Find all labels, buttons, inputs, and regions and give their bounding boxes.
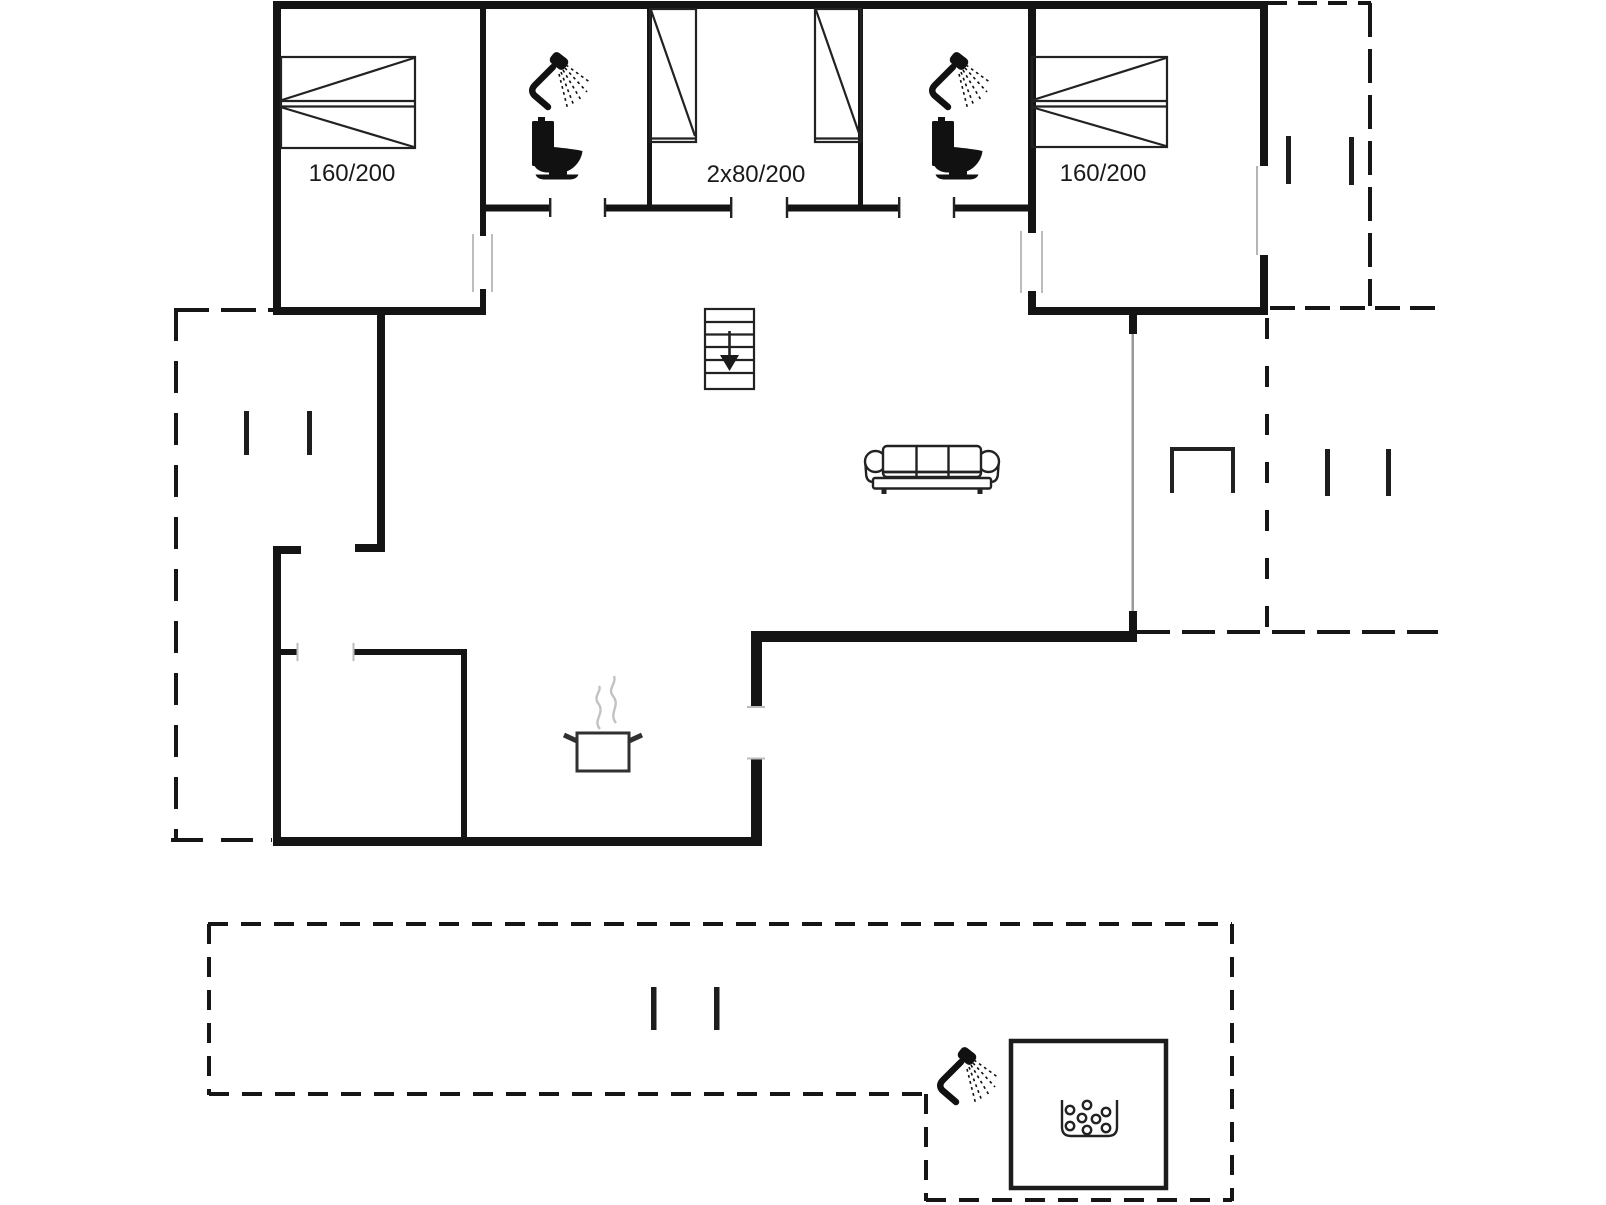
svg-text:160/200: 160/200 [309, 160, 396, 187]
svg-text:160/200: 160/200 [1060, 160, 1147, 187]
svg-text:2x80/200: 2x80/200 [707, 161, 806, 188]
